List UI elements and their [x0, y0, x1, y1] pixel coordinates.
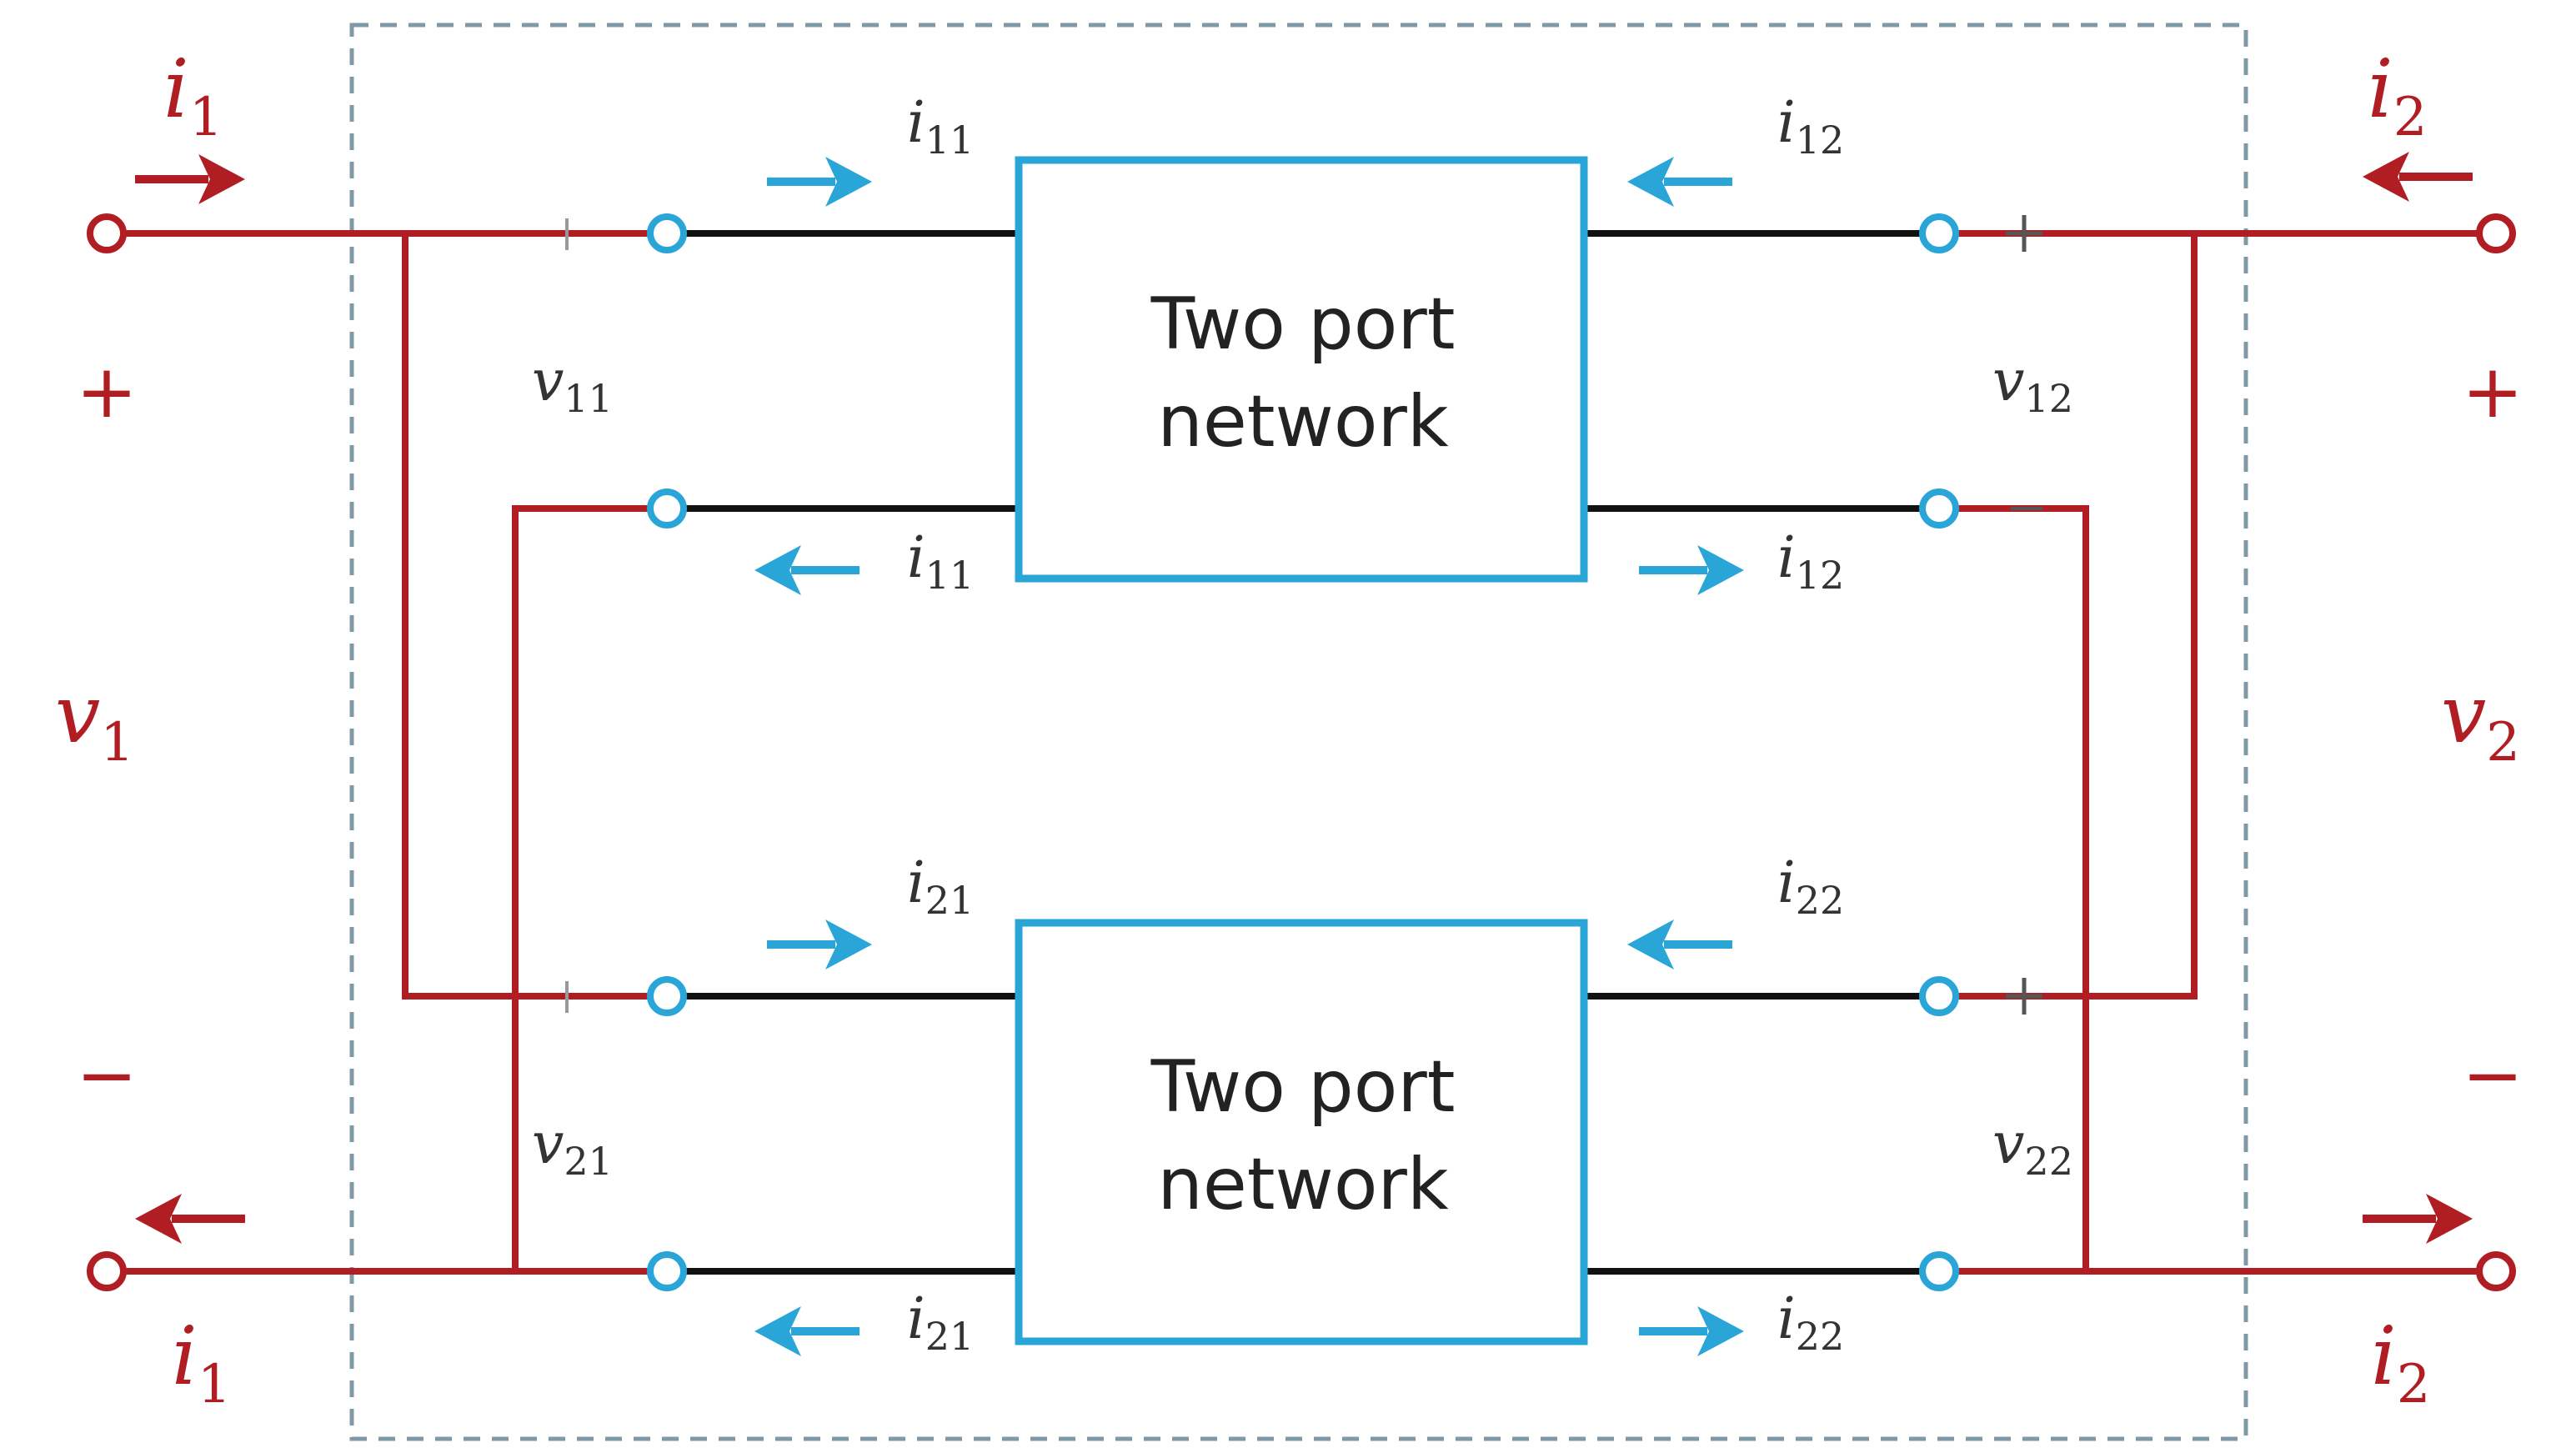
label-i12-bottom: i12 — [1777, 525, 1844, 598]
port2-bottom-terminal — [2476, 1251, 2516, 1291]
network-1-label-line1: Two port — [1150, 283, 1456, 366]
label-v2: v2 — [2441, 668, 2520, 774]
label-i22-top: i22 — [1777, 850, 1844, 923]
network-2-label-line1: Two port — [1150, 1045, 1456, 1129]
dashed-enclosure — [349, 23, 2248, 1441]
label-i12-top: i12 — [1777, 90, 1844, 163]
port1-bottom-terminal — [87, 1251, 127, 1291]
label-i21-top: i21 — [907, 850, 974, 923]
port1-plus-sign: + — [76, 348, 138, 434]
label-i1-bottom: i1 — [172, 1310, 231, 1415]
label-i21-bottom: i21 — [907, 1286, 974, 1359]
label-i22-bottom: i22 — [1777, 1286, 1844, 1359]
black-port-wires — [667, 230, 1939, 1275]
label-v21: v21 — [532, 1111, 613, 1184]
port1-top-terminal — [87, 213, 127, 253]
label-i1-top: i1 — [163, 43, 223, 148]
network-1-label-line2: network — [1157, 380, 1448, 463]
red-wires-left — [103, 230, 670, 1275]
label-i11-top: i11 — [907, 90, 974, 163]
label-i2-top: i2 — [2368, 43, 2427, 148]
inner-polarity-marks — [565, 215, 2042, 1015]
label-v1: v1 — [55, 668, 134, 774]
label-v12: v12 — [1992, 348, 2073, 421]
label-i2-bottom: i2 — [2371, 1310, 2430, 1415]
label-v11: v11 — [532, 348, 613, 421]
port2-minus-sign: − — [2462, 1032, 2523, 1118]
network-2-label-line2: network — [1157, 1143, 1448, 1226]
label-v22: v22 — [1992, 1111, 2073, 1184]
two-port-network-2-box — [1015, 919, 1588, 1345]
port2-plus-sign: + — [2462, 348, 2523, 434]
label-i11-bottom: i11 — [907, 525, 974, 598]
two-port-network-1-box — [1015, 156, 1588, 583]
inner-terminals — [647, 213, 1959, 1291]
outer-terminals — [87, 213, 2516, 1291]
port2-top-terminal — [2476, 213, 2516, 253]
port1-minus-sign: − — [76, 1032, 138, 1118]
